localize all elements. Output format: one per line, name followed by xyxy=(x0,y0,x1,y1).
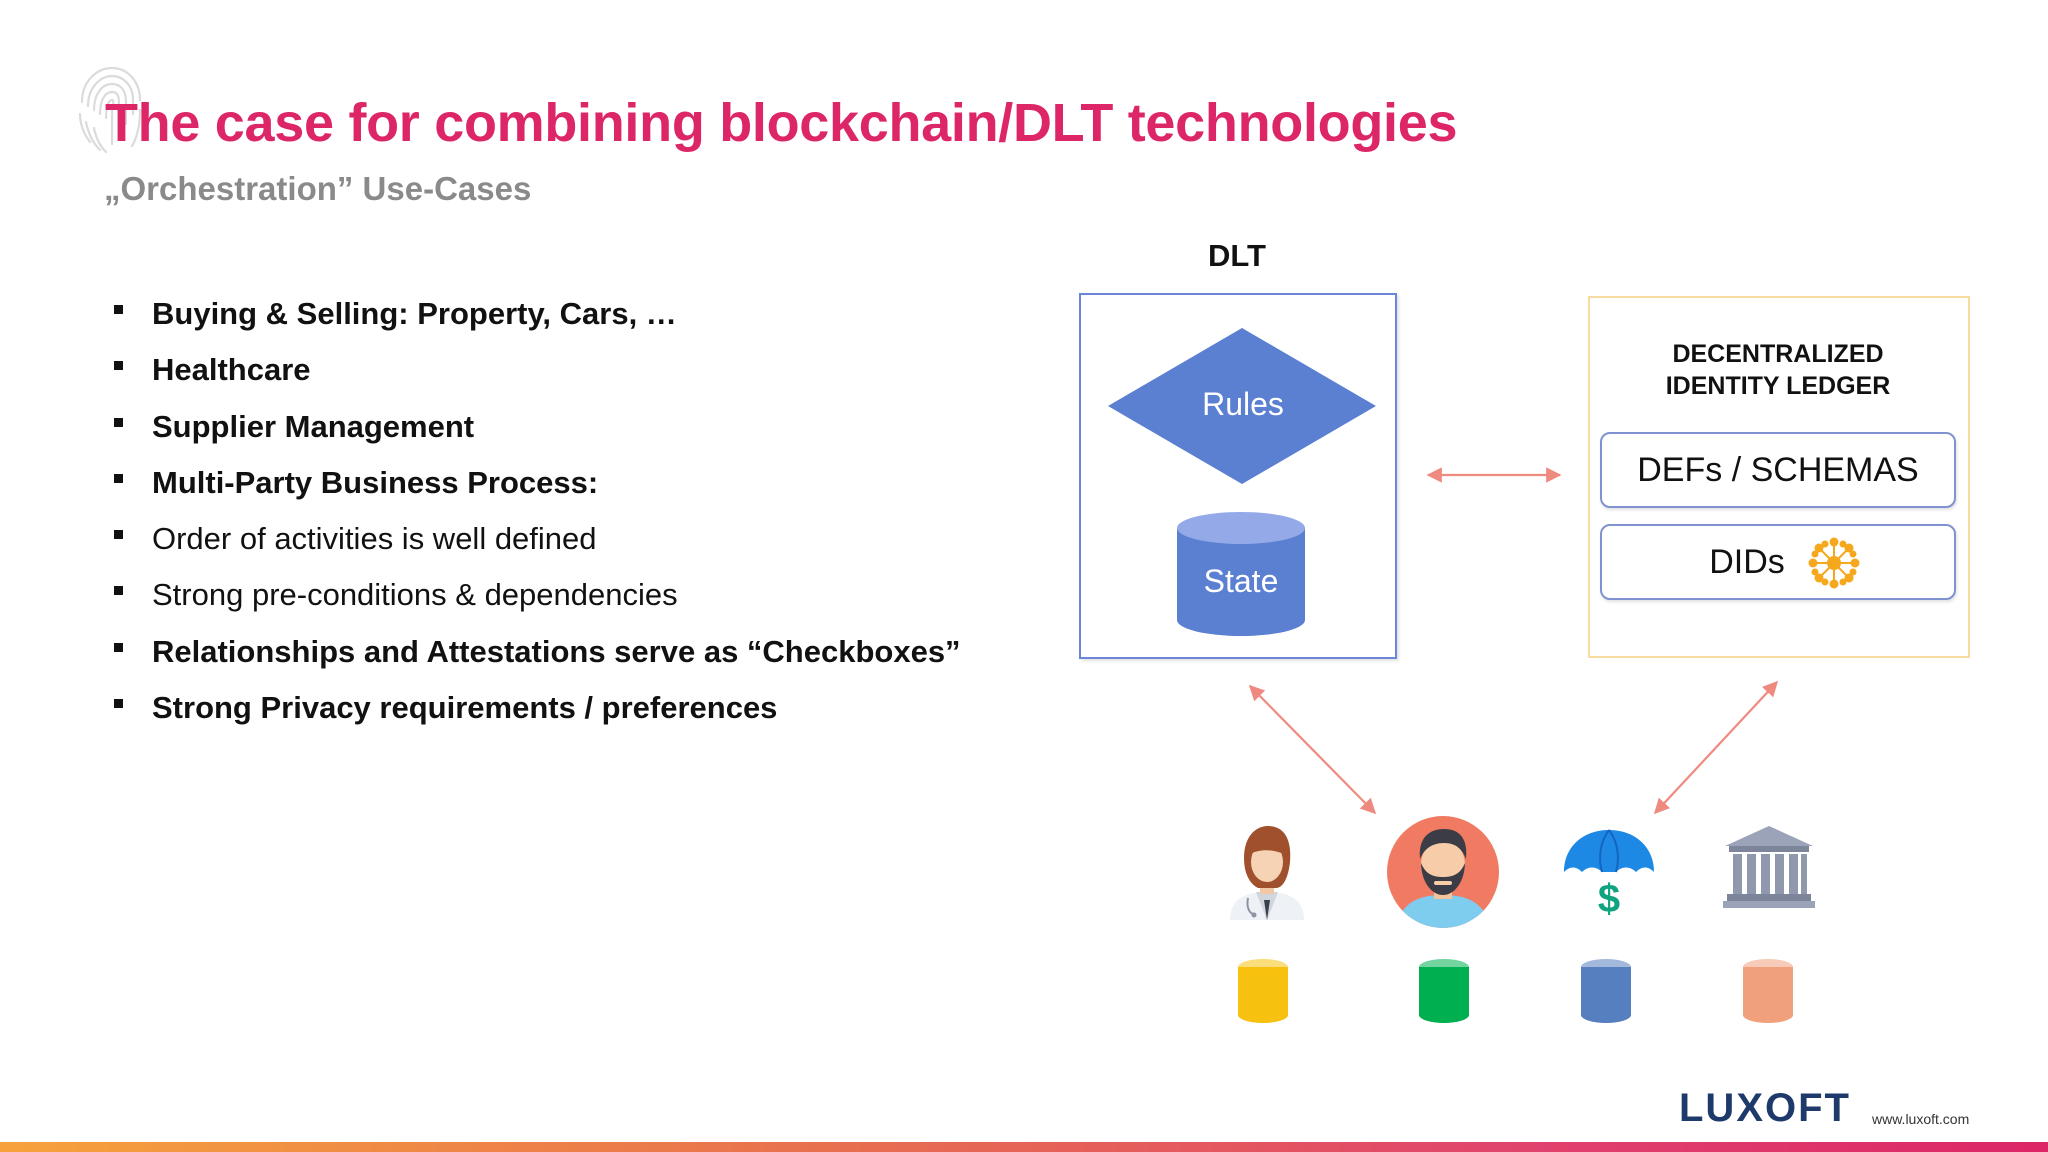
bullet-item: Strong pre-conditions & dependencies xyxy=(112,567,961,623)
bank-icon xyxy=(1723,826,1815,908)
bullet-item: Relationships and Attestations serve as … xyxy=(112,624,961,680)
luxoft-logo: LUXOFT xyxy=(1679,1086,1851,1130)
bullet-item: Supplier Management xyxy=(112,399,961,455)
dlt-participants-arrow xyxy=(1248,684,1377,815)
dids-label: DIDs xyxy=(1709,542,1785,581)
storage-cylinder-icon xyxy=(1419,959,1469,1023)
rules-diamond-icon xyxy=(1108,328,1376,484)
website-url[interactable]: www.luxoft.com xyxy=(1872,1111,1970,1127)
insurance-umbrella-icon: $ xyxy=(1564,829,1654,920)
bottom-gradient-bar xyxy=(0,1142,2048,1152)
dids-box: DIDs xyxy=(1600,524,1956,600)
dlt-label: DLT xyxy=(1208,238,1266,273)
bullet-item: Multi-Party Business Process: xyxy=(112,455,961,511)
schemas-box: DEFs / SCHEMAS xyxy=(1600,432,1956,508)
use-case-list: Buying & Selling: Property, Cars, …Healt… xyxy=(112,286,961,736)
storage-cylinder-icon xyxy=(1743,959,1793,1023)
schemas-label: DEFs / SCHEMAS xyxy=(1637,450,1919,489)
state-database-icon xyxy=(1177,512,1305,636)
bullet-item: Order of activities is well defined xyxy=(112,511,961,567)
identity-ledger-title: DECENTRALIZED IDENTITY LEDGER xyxy=(1665,340,1891,400)
bullet-item: Strong Privacy requirements / preference… xyxy=(112,680,961,736)
state-label: State xyxy=(1203,563,1279,599)
rules-label: Rules xyxy=(1202,386,1284,422)
network-node-icon xyxy=(1808,537,1860,589)
ledger-participants-arrow xyxy=(1653,680,1779,815)
storage-cylinder-icon xyxy=(1238,959,1288,1023)
bullet-item: Buying & Selling: Property, Cars, … xyxy=(112,286,961,342)
man-avatar-icon xyxy=(1387,816,1499,928)
slide-title: The case for combining blockchain/DLT te… xyxy=(105,93,1458,153)
doctor-icon xyxy=(1230,826,1304,920)
svg-text:$: $ xyxy=(1598,877,1620,920)
slide-subtitle: „Orchestration” Use-Cases xyxy=(104,170,532,207)
fingerprint-icon xyxy=(78,66,142,154)
bullet-item: Healthcare xyxy=(112,342,961,398)
storage-cylinder-icon xyxy=(1581,959,1631,1023)
